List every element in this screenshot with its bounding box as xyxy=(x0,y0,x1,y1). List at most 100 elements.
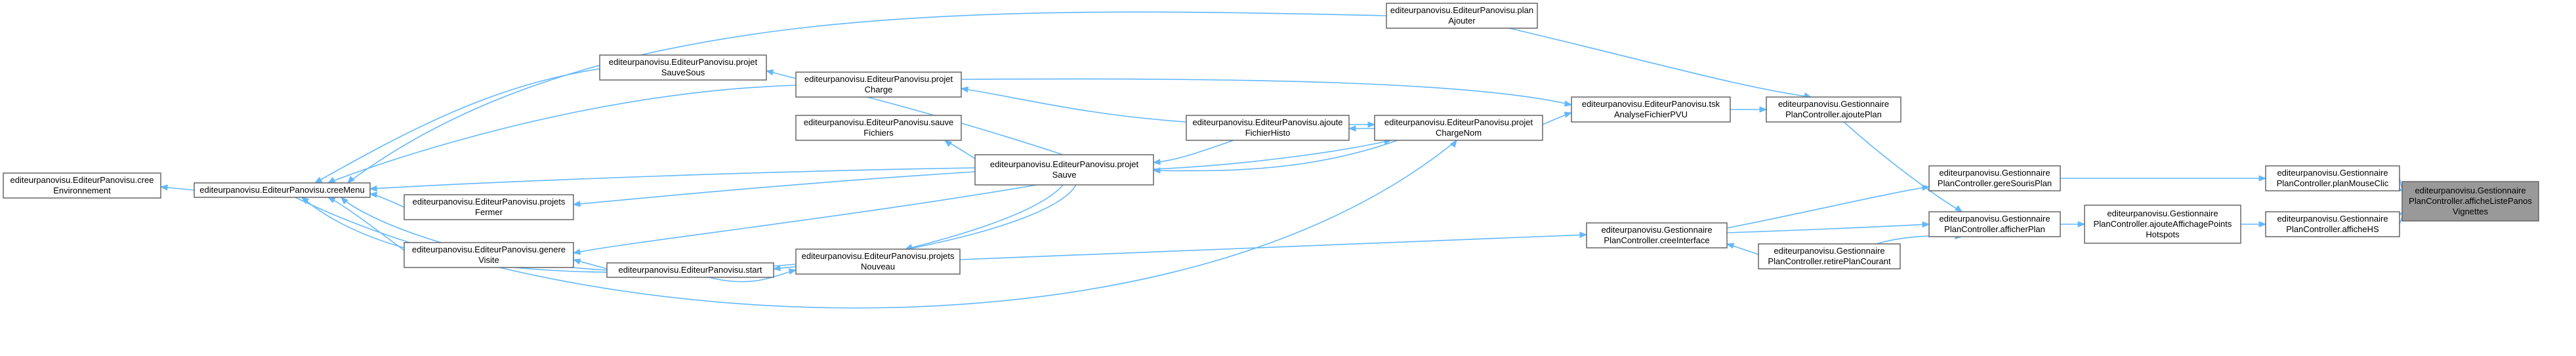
graph-node[interactable]: editeurpanovisu.EditeurPanovisu.projetCh… xyxy=(1374,115,1543,141)
node-box[interactable] xyxy=(3,172,161,199)
current-node-box[interactable] xyxy=(2401,181,2539,222)
arrowhead-icon xyxy=(765,69,774,76)
arrowhead-icon xyxy=(2077,221,2086,227)
node-box[interactable] xyxy=(974,154,1154,186)
graph-node[interactable]: editeurpanovisu.EditeurPanovisu.start xyxy=(606,262,774,278)
node-label-line: Fermer xyxy=(475,207,503,217)
edge-n20-to-n22 xyxy=(327,197,405,251)
node-label-line: Hotspots xyxy=(2146,229,2180,239)
node-box[interactable] xyxy=(1928,211,2061,237)
arrowhead-icon xyxy=(1726,243,1735,249)
node-label-line: Visite xyxy=(478,255,499,265)
edge-n7-to-n5 xyxy=(1843,121,1963,212)
graph-node[interactable]: editeurpanovisu.GestionnairePlanControll… xyxy=(1928,165,2061,191)
graph-node[interactable]: editeurpanovisu.EditeurPanovisu.creeMenu xyxy=(194,182,371,198)
node-label-line: editeurpanovisu.EditeurPanovisu.projets xyxy=(413,197,566,207)
arrowhead-icon xyxy=(960,86,969,93)
arrowhead-icon xyxy=(572,201,581,207)
graph-node[interactable]: editeurpanovisu.EditeurPanovisu.projetsF… xyxy=(404,194,574,220)
arrowhead-icon xyxy=(1922,221,1930,228)
arrowhead-icon xyxy=(301,197,310,205)
node-box[interactable] xyxy=(795,115,962,141)
node-box[interactable] xyxy=(1186,115,1350,141)
edge-n10-to-n7 xyxy=(1508,28,1812,98)
arrowhead-icon xyxy=(1954,205,1963,212)
node-label-line: Ajouter xyxy=(1448,16,1476,26)
arrowhead-icon xyxy=(572,248,581,255)
node-box[interactable] xyxy=(599,54,767,81)
edge-n10-to-n22 xyxy=(347,11,1387,184)
node-label-line: editeurpanovisu.Gestionnaire xyxy=(1939,168,2050,178)
node-box[interactable] xyxy=(1758,243,1901,269)
arrowhead-icon xyxy=(314,176,323,184)
node-label-line: editeurpanovisu.Gestionnaire xyxy=(2415,186,2525,195)
arrowhead-icon xyxy=(1348,125,1356,132)
edge-n15-to-n11 xyxy=(961,78,1572,106)
node-label-line: editeurpanovisu.Gestionnaire xyxy=(2277,214,2388,224)
arrowhead-icon xyxy=(369,185,377,192)
arrowhead-icon xyxy=(772,265,781,271)
arrowhead-icon xyxy=(2258,221,2267,227)
graph-node[interactable]: editeurpanovisu.GestionnairePlanControll… xyxy=(2401,181,2539,222)
graph-node[interactable]: editeurpanovisu.GestionnairePlanControll… xyxy=(2084,205,2241,244)
arrowhead-icon xyxy=(788,268,797,275)
edge-n13-to-n15 xyxy=(961,88,1187,123)
node-label-line: PlanController.afficheListePanos xyxy=(2409,196,2532,206)
graph-node[interactable]: editeurpanovisu.EditeurPanovisu.projetsN… xyxy=(795,248,961,275)
graph-node[interactable]: editeurpanovisu.EditeurPanovisu.projetSa… xyxy=(599,54,767,81)
graph-node[interactable]: editeurpanovisu.GestionnairePlanControll… xyxy=(2265,165,2400,191)
arrowhead-icon xyxy=(347,176,355,184)
node-box[interactable] xyxy=(795,71,962,98)
node-label-line: ChargeNom xyxy=(1436,128,1482,138)
edge-n17-to-n9 xyxy=(959,234,1587,260)
graph-node[interactable]: editeurpanovisu.EditeurPanovisu.ajouteFi… xyxy=(1186,115,1350,141)
graph-node[interactable]: editeurpanovisu.EditeurPanovisu.genereVi… xyxy=(404,242,574,268)
graph-node[interactable]: editeurpanovisu.EditeurPanovisu.sauveFic… xyxy=(795,115,962,141)
edge-n14-to-n12 xyxy=(1153,140,1392,170)
arrowhead-icon xyxy=(1152,167,1161,174)
node-box[interactable] xyxy=(404,194,574,220)
node-label-line: PlanController.ajoutePlan xyxy=(1785,109,1882,119)
node-box[interactable] xyxy=(1386,3,1538,29)
arrowhead-icon xyxy=(369,191,377,198)
arrowhead-icon xyxy=(159,184,168,191)
node-box[interactable] xyxy=(2265,211,2400,237)
node-box[interactable] xyxy=(404,242,574,268)
node-label-line: editeurpanovisu.EditeurPanovisu.projets xyxy=(802,251,955,261)
node-box[interactable] xyxy=(795,248,961,275)
graph-node[interactable]: editeurpanovisu.EditeurPanovisu.projetSa… xyxy=(974,154,1154,186)
graph-node[interactable]: editeurpanovisu.GestionnairePlanControll… xyxy=(2265,211,2400,237)
graph-node[interactable]: editeurpanovisu.GestionnairePlanControll… xyxy=(1928,211,2061,237)
edge-n14-to-n19 xyxy=(573,171,976,205)
arrowhead-icon xyxy=(2258,175,2267,182)
node-box[interactable] xyxy=(2265,165,2400,191)
arrowhead-icon xyxy=(944,140,953,148)
graph-node[interactable]: editeurpanovisu.EditeurPanovisu.creeEnvi… xyxy=(3,172,161,199)
graph-nodes: editeurpanovisu.GestionnairePlanControll… xyxy=(3,3,2539,278)
edge-n14-to-n17 xyxy=(905,184,1064,250)
node-label-line: Fichiers xyxy=(863,128,894,138)
node-box[interactable] xyxy=(194,182,371,198)
node-box[interactable] xyxy=(1586,222,1728,248)
node-label-line: editeurpanovisu.EditeurPanovisu.cree xyxy=(10,175,154,185)
node-box[interactable] xyxy=(2084,205,2241,244)
graph-node[interactable]: editeurpanovisu.EditeurPanovisu.projetCh… xyxy=(795,71,962,98)
graph-node[interactable]: editeurpanovisu.GestionnairePlanControll… xyxy=(1758,243,1901,269)
node-label-line: PlanController.planMouseClic xyxy=(2277,178,2389,188)
graph-node[interactable]: editeurpanovisu.GestionnairePlanControll… xyxy=(1586,222,1728,248)
node-label-line: FichierHisto xyxy=(1245,128,1291,138)
node-box[interactable] xyxy=(1928,165,2061,191)
node-box[interactable] xyxy=(1571,96,1731,123)
node-label-line: editeurpanovisu.EditeurPanovisu.projet xyxy=(1384,117,1533,127)
node-label-line: editeurpanovisu.EditeurPanovisu.genere xyxy=(412,245,566,254)
node-box[interactable] xyxy=(1766,96,1901,123)
arrowhead-icon xyxy=(1367,121,1376,128)
arrowhead-icon xyxy=(1152,159,1161,165)
graph-node[interactable]: editeurpanovisu.EditeurPanovisu.tskAnaly… xyxy=(1571,96,1731,123)
node-label-line: PlanController.gereSourisPlan xyxy=(1938,178,2052,188)
node-box[interactable] xyxy=(1374,115,1543,141)
graph-node[interactable]: editeurpanovisu.GestionnairePlanControll… xyxy=(1766,96,1901,123)
node-box[interactable] xyxy=(606,262,774,278)
graph-node[interactable]: editeurpanovisu.EditeurPanovisu.planAjou… xyxy=(1386,3,1538,29)
